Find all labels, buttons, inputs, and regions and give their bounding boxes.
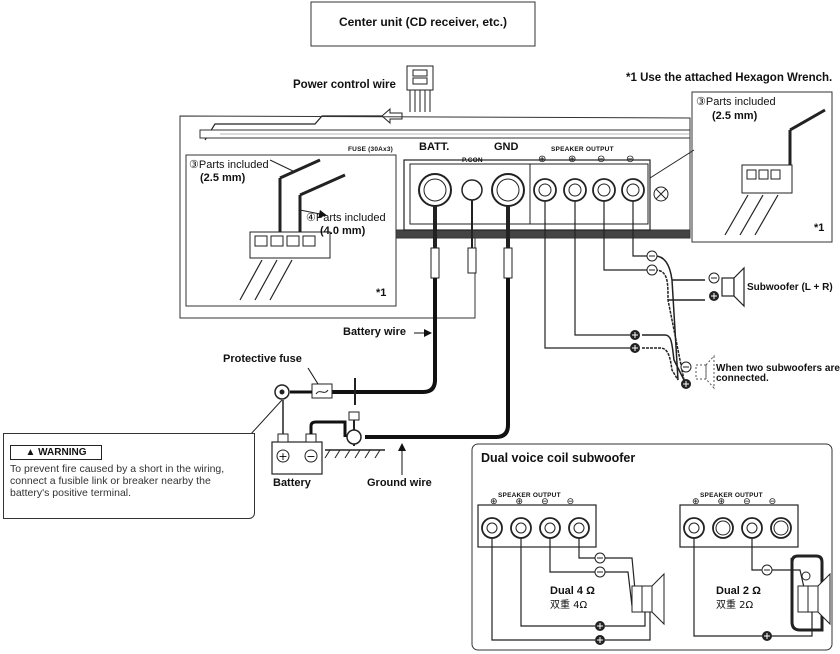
dual2-label: Dual 2 Ω: [716, 585, 761, 597]
two-sub-note-1: When two subwoofers are: [716, 363, 840, 374]
dual2-wiring: [693, 538, 824, 637]
warning-box: ▲ WARNING To prevent fire caused by a sh…: [3, 433, 255, 519]
polarity-4: ⊖: [626, 154, 635, 165]
polarity-1: ⊕: [538, 154, 547, 165]
warning-line-3: battery's positive terminal.: [10, 487, 132, 499]
dual4-wiring: [491, 538, 651, 641]
subwoofer-label: Subwoofer (L + R): [747, 282, 833, 293]
protective-fuse-label: Protective fuse: [223, 353, 302, 365]
inset-left-tools: [185, 154, 397, 307]
inset-right-star: *1: [814, 222, 825, 234]
second-subwoofer-dashed: [695, 354, 715, 390]
dual-vc-title: Dual voice coil subwoofer: [481, 451, 636, 465]
center-unit-box: [310, 1, 536, 47]
warning-line-1: To prevent fire caused by a short in the…: [10, 463, 225, 475]
polarity-2: ⊕: [568, 154, 577, 165]
center-unit-label: Center unit (CD receiver, etc.): [338, 15, 508, 29]
inset-left-part-a: ③Parts included: [189, 159, 269, 171]
dual4-label-cn: 双重 4Ω: [550, 600, 588, 611]
inset-right-size: (2.5 mm): [712, 110, 758, 122]
power-arrow: [381, 107, 403, 125]
dual2-amp: [679, 504, 799, 548]
subwoofer-speaker-icon: [721, 266, 745, 308]
two-sub-note-2: connected.: [716, 373, 769, 384]
warning-line-2: connect a fusible link or breaker nearby…: [10, 475, 211, 487]
dual4-speaker-icon: [631, 572, 665, 626]
battery: + −: [271, 400, 347, 475]
battery-label: Battery: [273, 477, 311, 489]
speaker-output-label: SPEAKER OUTPUT: [551, 146, 614, 153]
ground-point: [324, 411, 385, 459]
dual2-speaker-icon: [797, 572, 831, 626]
pcon-terminal-label: P.CON: [462, 157, 483, 164]
dual4-speaker-output-label: SPEAKER OUTPUT: [498, 492, 561, 499]
bundle-terminals: [630, 250, 720, 389]
dual-vc-box: [471, 443, 833, 651]
amp-terminal-panel: [403, 159, 669, 231]
svg-text:+: +: [278, 450, 287, 463]
inset-left-part-b: ④Parts included: [306, 212, 386, 224]
dual4-label: Dual 4 Ω: [550, 585, 595, 597]
batt-terminal-label: BATT.: [419, 141, 450, 153]
protective-fuse: [274, 378, 356, 405]
warning-triangle-icon: ▲: [25, 447, 36, 458]
battery-wire-label: Battery wire: [343, 326, 406, 338]
inset-right-part-label: ③Parts included: [696, 96, 776, 108]
inset-left-star: *1: [376, 287, 387, 299]
dual2-label-cn: 双重 2Ω: [716, 600, 754, 611]
speaker-bundle: [642, 255, 705, 381]
hex-wrench-note: *1 Use the attached Hexagon Wrench.: [626, 72, 833, 84]
fuse-rating-label: FUSE (30Ax3): [348, 146, 394, 153]
power-control-wire-label: Power control wire: [293, 79, 396, 91]
dual2-polarity: ⊕⊕⊖⊖: [692, 497, 795, 507]
speaker-wiring: [544, 201, 648, 349]
dual4-amp: [477, 504, 597, 548]
power-control-connector: [406, 65, 434, 112]
svg-text:−: −: [306, 450, 315, 463]
inset-left-size-b: (4.0 mm): [320, 225, 366, 237]
dual2-speaker-output-label: SPEAKER OUTPUT: [700, 492, 763, 499]
ground-wire-label: Ground wire: [367, 477, 432, 489]
polarity-3: ⊖: [597, 154, 606, 165]
inset-right-tool: [649, 91, 833, 243]
gnd-terminal-label: GND: [494, 141, 519, 153]
warning-title: ▲ WARNING: [10, 445, 102, 460]
inset-left-size-a: (2.5 mm): [200, 172, 246, 184]
dual4-polarity: ⊕⊕⊖⊖: [490, 497, 593, 507]
